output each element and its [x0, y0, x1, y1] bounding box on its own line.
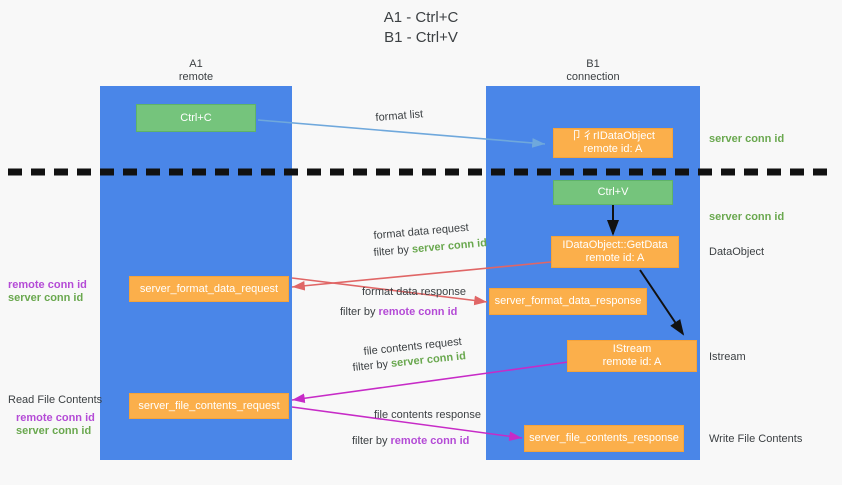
- box-server-format-data-request[interactable]: server_format_data_request: [129, 276, 289, 302]
- box-istream-line2: remote id: A: [602, 356, 662, 368]
- lane-a1-name: A1: [189, 58, 203, 70]
- edge-label-file-contents-response-text: file contents response: [374, 409, 482, 421]
- box-ctrl-c-label: Ctrl+C: [180, 111, 212, 124]
- right-label-istream: Istream: [709, 351, 746, 363]
- filter-prefix: filter by: [340, 306, 379, 318]
- edge-label-format-data-response-filter: filter by remote conn id: [340, 305, 457, 319]
- left-label-read-file-contents: Read File Contents: [8, 394, 103, 406]
- box-server-format-data-response-label: server_format_data_response: [494, 295, 642, 307]
- edge-label-file-contents-response: file contents response: [374, 408, 481, 422]
- edge-label-format-list: format list: [375, 107, 424, 125]
- box-idataobject-top-line1: 卩彳rIDataObject: [571, 130, 655, 142]
- right-label-write-file-contents: Write File Contents: [709, 433, 803, 445]
- filter-value-remote-conn-id: remote conn id: [378, 306, 458, 318]
- box-istream[interactable]: IStream remote id: A: [567, 340, 697, 372]
- filter-value-remote-conn-id: remote conn id: [390, 435, 470, 447]
- lane-header-a1: A1 remote: [100, 58, 292, 84]
- lane-b1-sub: connection: [566, 71, 620, 83]
- box-istream-line1: IStream: [612, 343, 652, 355]
- box-getdata[interactable]: IDataObject::GetData remote id: A: [551, 236, 679, 268]
- lane-header-b1: B1 connection: [486, 58, 700, 84]
- filter-prefix: filter by: [352, 435, 391, 447]
- lane-a1-sub: remote: [178, 71, 214, 83]
- edge-label-format-data-response: format data response: [362, 285, 466, 299]
- lane-b1-name: B1: [586, 58, 600, 70]
- right-label-server-conn-id-1: server conn id: [709, 133, 785, 145]
- title-line-2: B1 - Ctrl+V: [384, 29, 458, 46]
- box-idataobject-top-line2: remote id: A: [583, 143, 643, 155]
- filter-prefix: filter by: [373, 243, 413, 259]
- box-ctrl-c[interactable]: Ctrl+C: [136, 104, 256, 132]
- box-server-format-data-response[interactable]: server_format_data_response: [489, 288, 647, 315]
- box-getdata-line2: remote id: A: [585, 252, 645, 264]
- left-label-server-conn-id-2: server conn id: [16, 425, 92, 437]
- edge-label-format-list-text: format list: [375, 108, 424, 124]
- filter-prefix: filter by: [352, 357, 392, 374]
- box-server-format-data-request-label: server_format_data_request: [139, 282, 279, 295]
- page-title: A1 - Ctrl+C B1 - Ctrl+V: [0, 8, 842, 48]
- edge-label-file-contents-response-filter: filter by remote conn id: [352, 434, 469, 448]
- box-ctrl-v-label: Ctrl+V: [597, 186, 629, 198]
- box-server-file-contents-request[interactable]: server_file_contents_request: [129, 393, 289, 419]
- left-label-remote-conn-id-1: remote conn id: [8, 279, 87, 291]
- right-label-server-conn-id-2: server conn id: [709, 211, 785, 223]
- filter-value-server-conn-id: server conn id: [411, 237, 488, 256]
- box-server-file-contents-response-label: server_file_contents_response: [529, 432, 679, 444]
- right-label-dataobject: DataObject: [709, 246, 765, 258]
- box-server-file-contents-request-label: server_file_contents_request: [138, 399, 280, 412]
- left-label-remote-conn-id-2: remote conn id: [16, 412, 95, 424]
- box-ctrl-v[interactable]: Ctrl+V: [553, 180, 673, 205]
- box-server-file-contents-response[interactable]: server_file_contents_response: [524, 425, 684, 452]
- title-line-1: A1 - Ctrl+C: [383, 9, 459, 26]
- edge-label-format-data-response-text: format data response: [362, 286, 466, 298]
- box-idataobject-top[interactable]: 卩彳rIDataObject remote id: A: [553, 128, 673, 158]
- box-getdata-line1: IDataObject::GetData: [562, 239, 668, 251]
- left-label-server-conn-id-1: server conn id: [8, 292, 84, 304]
